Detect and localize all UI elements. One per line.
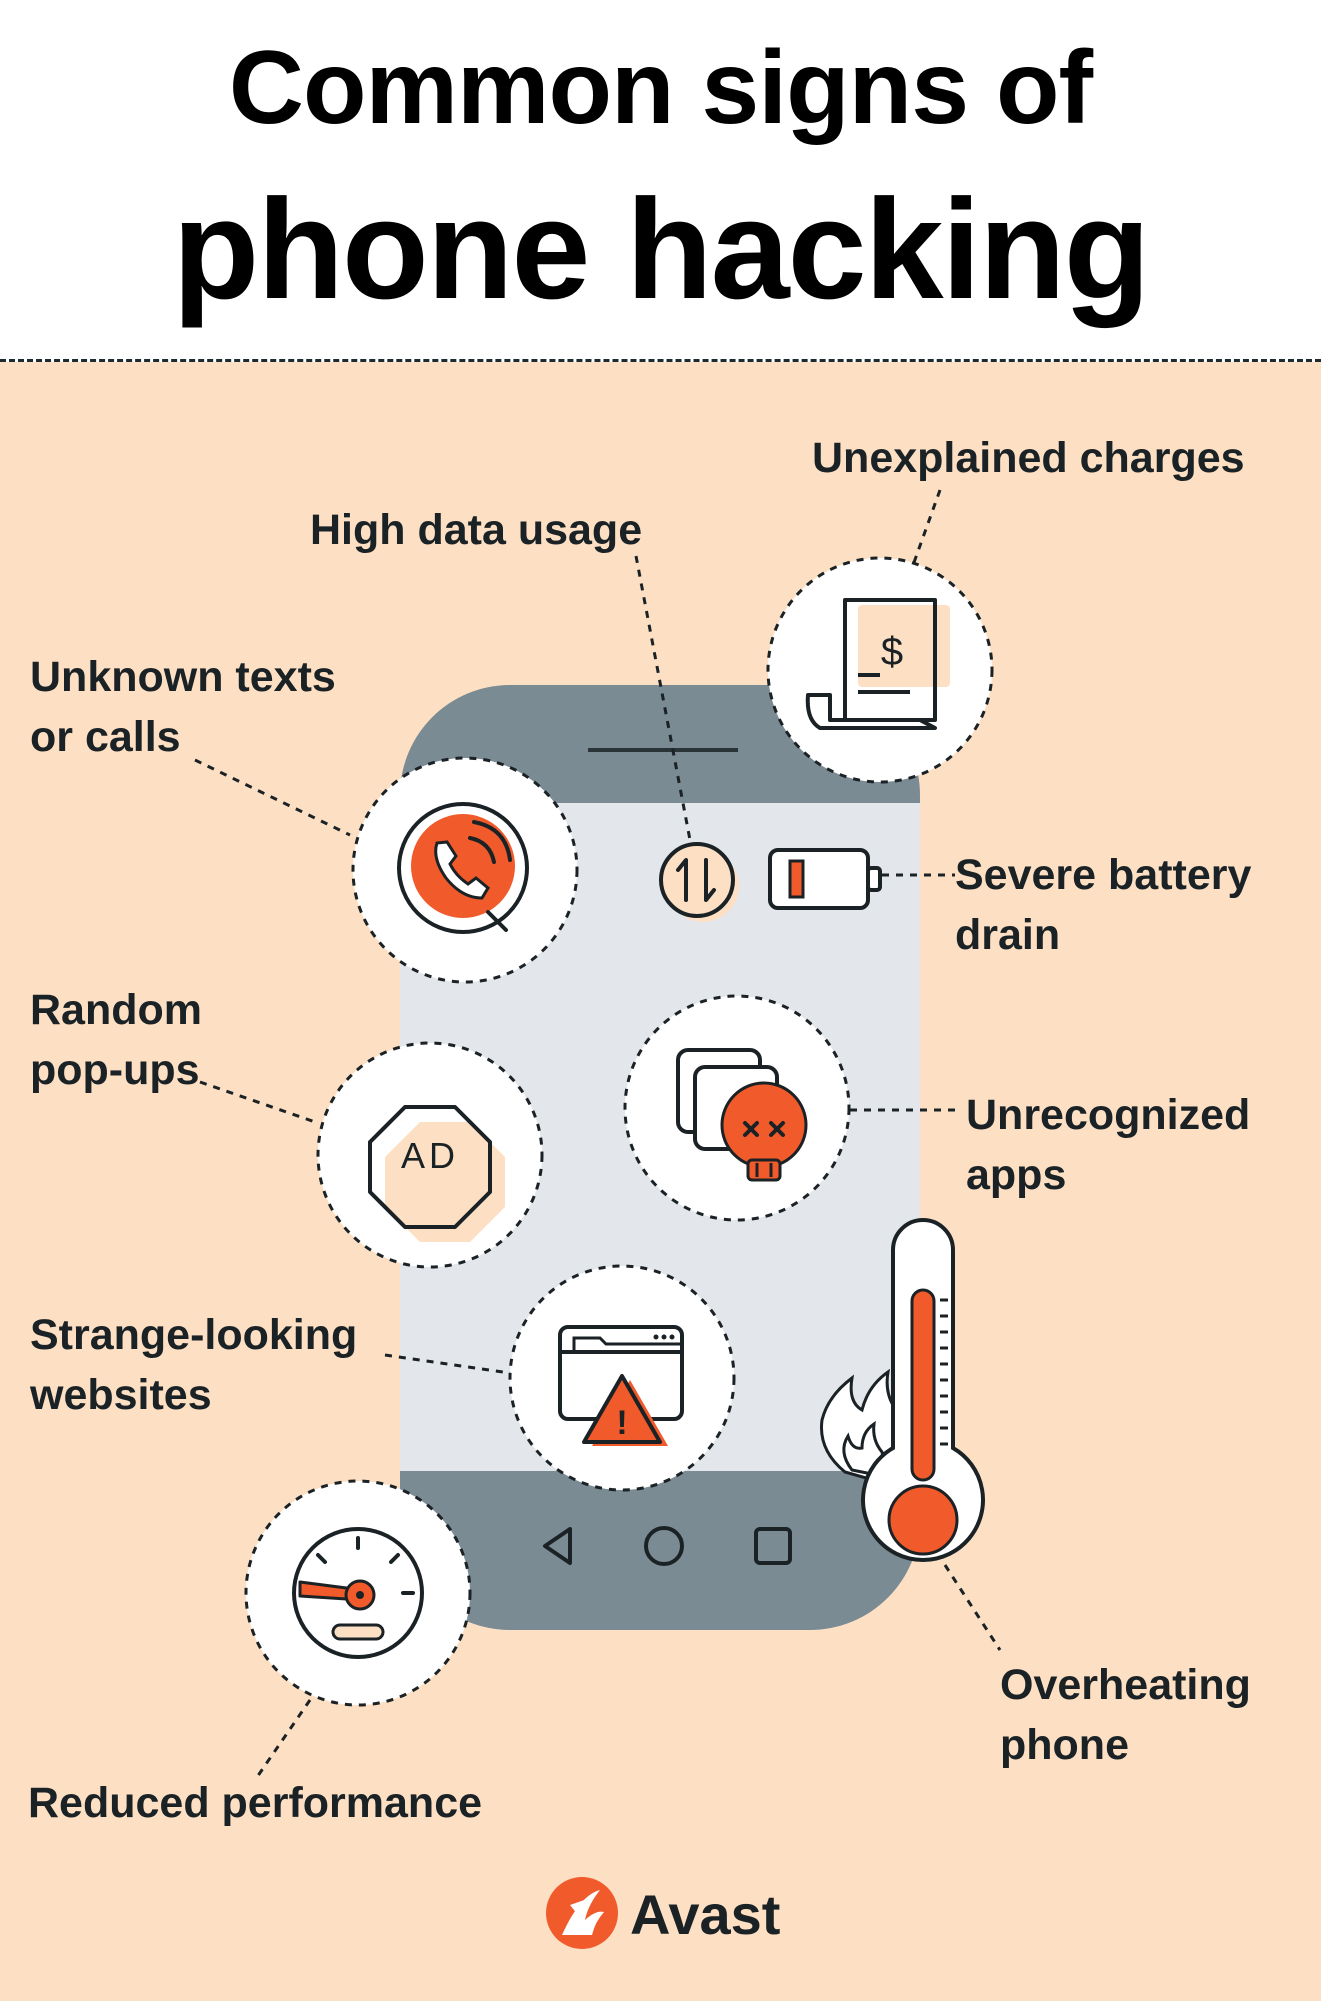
label-websites-line1: Strange-looking — [30, 1311, 358, 1359]
avast-logo-icon — [546, 1877, 618, 1949]
dollar-sign: $ — [881, 630, 903, 674]
thermometer-icon — [861, 1218, 985, 1562]
header-divider — [0, 359, 1321, 362]
strange-website-icon: ! — [508, 1264, 736, 1492]
label-reduced-performance: Reduced performance — [28, 1779, 483, 1827]
brand-name: Avast — [630, 1883, 781, 1946]
label-apps-line1: Unrecognized — [966, 1091, 1251, 1139]
label-battery-line1: Severe battery — [955, 851, 1252, 899]
ad-text: AD — [401, 1135, 459, 1176]
battery-icon — [768, 848, 882, 910]
phone-call-icon — [351, 756, 579, 984]
header: Common signs of phone hacking — [0, 0, 1321, 360]
page-title-line-2: phone hacking — [172, 170, 1151, 329]
label-high-data-usage: High data usage — [310, 506, 643, 554]
label-popups-line2: pop-ups — [30, 1046, 200, 1094]
label-unknown-texts-line2: or calls — [30, 713, 181, 761]
ad-popup-icon: AD — [316, 1041, 544, 1269]
nav-home-icon — [644, 1526, 684, 1566]
nav-back-icon — [543, 1527, 572, 1565]
label-popups-line1: Random — [30, 986, 202, 1034]
label-overheating-line2: phone — [1000, 1721, 1129, 1769]
label-battery-line2: drain — [955, 911, 1061, 959]
label-overheating-line1: Overheating — [1000, 1661, 1251, 1709]
receipt-icon: $ — [766, 556, 994, 784]
flame-icon — [819, 1368, 907, 1480]
label-unexplained-charges: Unexplained charges — [812, 434, 1245, 482]
label-websites-line2: websites — [30, 1371, 212, 1419]
warning-mark: ! — [616, 1404, 627, 1442]
unrecognized-apps-icon — [623, 994, 851, 1222]
label-apps-line2: apps — [966, 1151, 1067, 1199]
nav-recents-icon — [754, 1527, 792, 1565]
data-usage-icon — [659, 842, 739, 922]
page-title-line-1: Common signs of — [228, 30, 1093, 146]
speedometer-icon — [244, 1479, 472, 1707]
leader-lines — [194, 489, 1002, 1781]
label-unknown-texts-line1: Unknown texts — [30, 653, 336, 701]
